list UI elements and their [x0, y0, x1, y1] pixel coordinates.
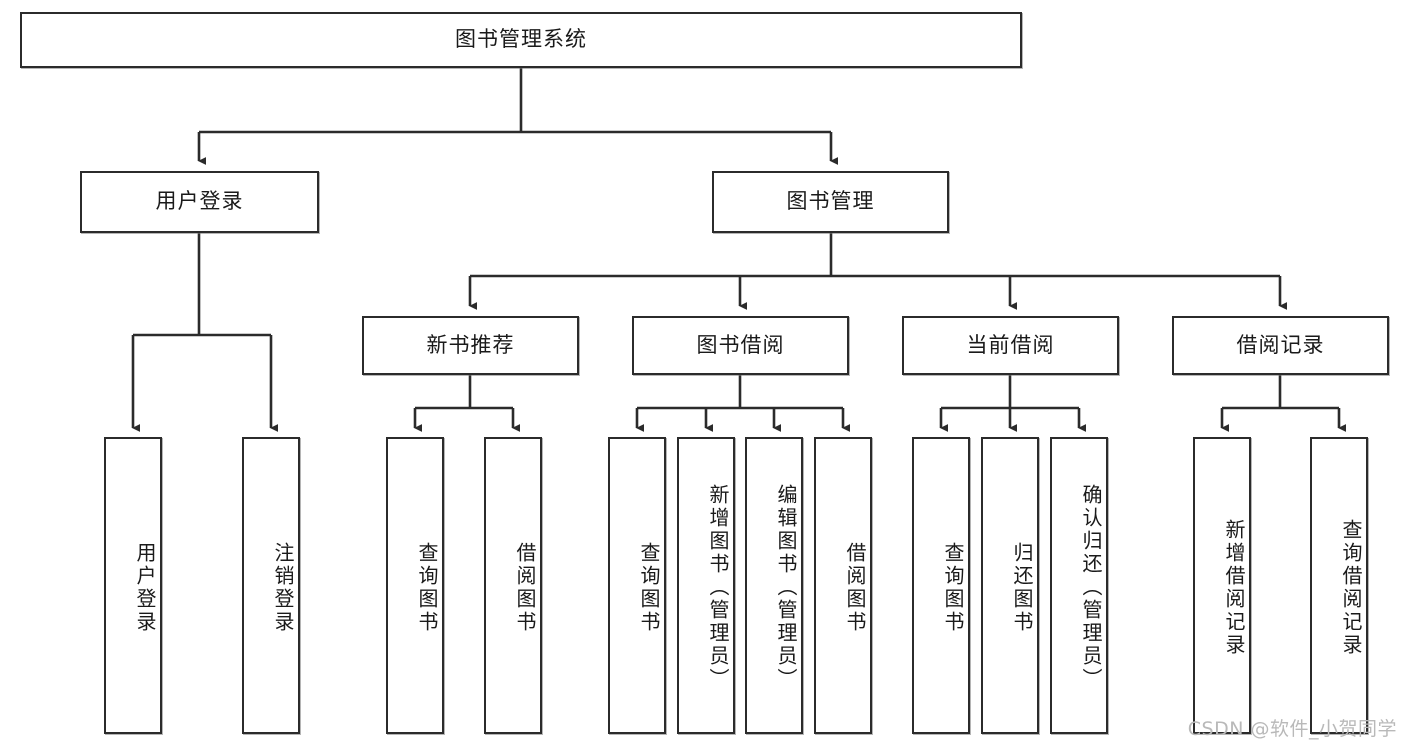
node-leaf-return-book[interactable]: 归还图书: [981, 437, 1039, 734]
node-leaf-confirm-return-admin[interactable]: 确认归还（管理员）: [1050, 437, 1108, 734]
node-label: 借阅图书: [513, 541, 537, 634]
node-borrow-record[interactable]: 借阅记录: [1172, 316, 1389, 375]
node-label: 确认归还（管理员）: [1079, 484, 1103, 691]
node-current-borrow[interactable]: 当前借阅: [902, 316, 1119, 375]
node-book-borrow[interactable]: 图书借阅: [632, 316, 849, 375]
node-leaf-edit-book-admin[interactable]: 编辑图书（管理员）: [745, 437, 803, 734]
node-label: 当前借阅: [966, 332, 1055, 357]
csdn-watermark: CSDN @软件_小贺同学: [1187, 718, 1397, 740]
node-leaf-borrow-book[interactable]: 借阅图书: [814, 437, 872, 734]
node-leaf-query-borrow-record[interactable]: 查询借阅记录: [1310, 437, 1368, 734]
node-label: 注销登录: [271, 541, 295, 634]
node-leaf-query-book-current[interactable]: 查询图书: [912, 437, 970, 734]
node-label: 归还图书: [1010, 541, 1034, 634]
node-leaf-borrow-book-recommend[interactable]: 借阅图书: [484, 437, 542, 734]
node-label: 借阅图书: [843, 541, 867, 634]
node-new-book-recommend[interactable]: 新书推荐: [362, 316, 579, 375]
node-label: 新增图书（管理员）: [706, 484, 730, 691]
node-leaf-query-book-recommend[interactable]: 查询图书: [386, 437, 444, 734]
node-label: 图书借阅: [696, 332, 785, 357]
node-leaf-query-book-borrow[interactable]: 查询图书: [608, 437, 666, 734]
node-leaf-logout-login[interactable]: 注销登录: [242, 437, 300, 734]
node-label: 借阅记录: [1236, 332, 1325, 357]
node-label: 新书推荐: [426, 332, 515, 357]
node-label: 新增借阅记录: [1222, 518, 1246, 657]
node-label: 用户登录: [133, 541, 157, 634]
node-label: 查询借阅记录: [1339, 518, 1363, 657]
node-leaf-add-book-admin[interactable]: 新增图书（管理员）: [677, 437, 735, 734]
node-label: 编辑图书（管理员）: [774, 484, 798, 691]
node-label: 用户登录: [155, 189, 244, 214]
node-book-management[interactable]: 图书管理: [712, 171, 949, 233]
node-label: 图书管理: [786, 189, 875, 214]
node-label: 查询图书: [941, 541, 965, 634]
node-leaf-user-login[interactable]: 用户登录: [104, 437, 162, 734]
node-label: 查询图书: [415, 541, 439, 634]
node-label: 图书管理系统: [455, 27, 587, 52]
node-label: 查询图书: [637, 541, 661, 634]
node-user-login[interactable]: 用户登录: [80, 171, 319, 233]
node-root-book-management-system[interactable]: 图书管理系统: [20, 12, 1022, 68]
node-leaf-add-borrow-record[interactable]: 新增借阅记录: [1193, 437, 1251, 734]
